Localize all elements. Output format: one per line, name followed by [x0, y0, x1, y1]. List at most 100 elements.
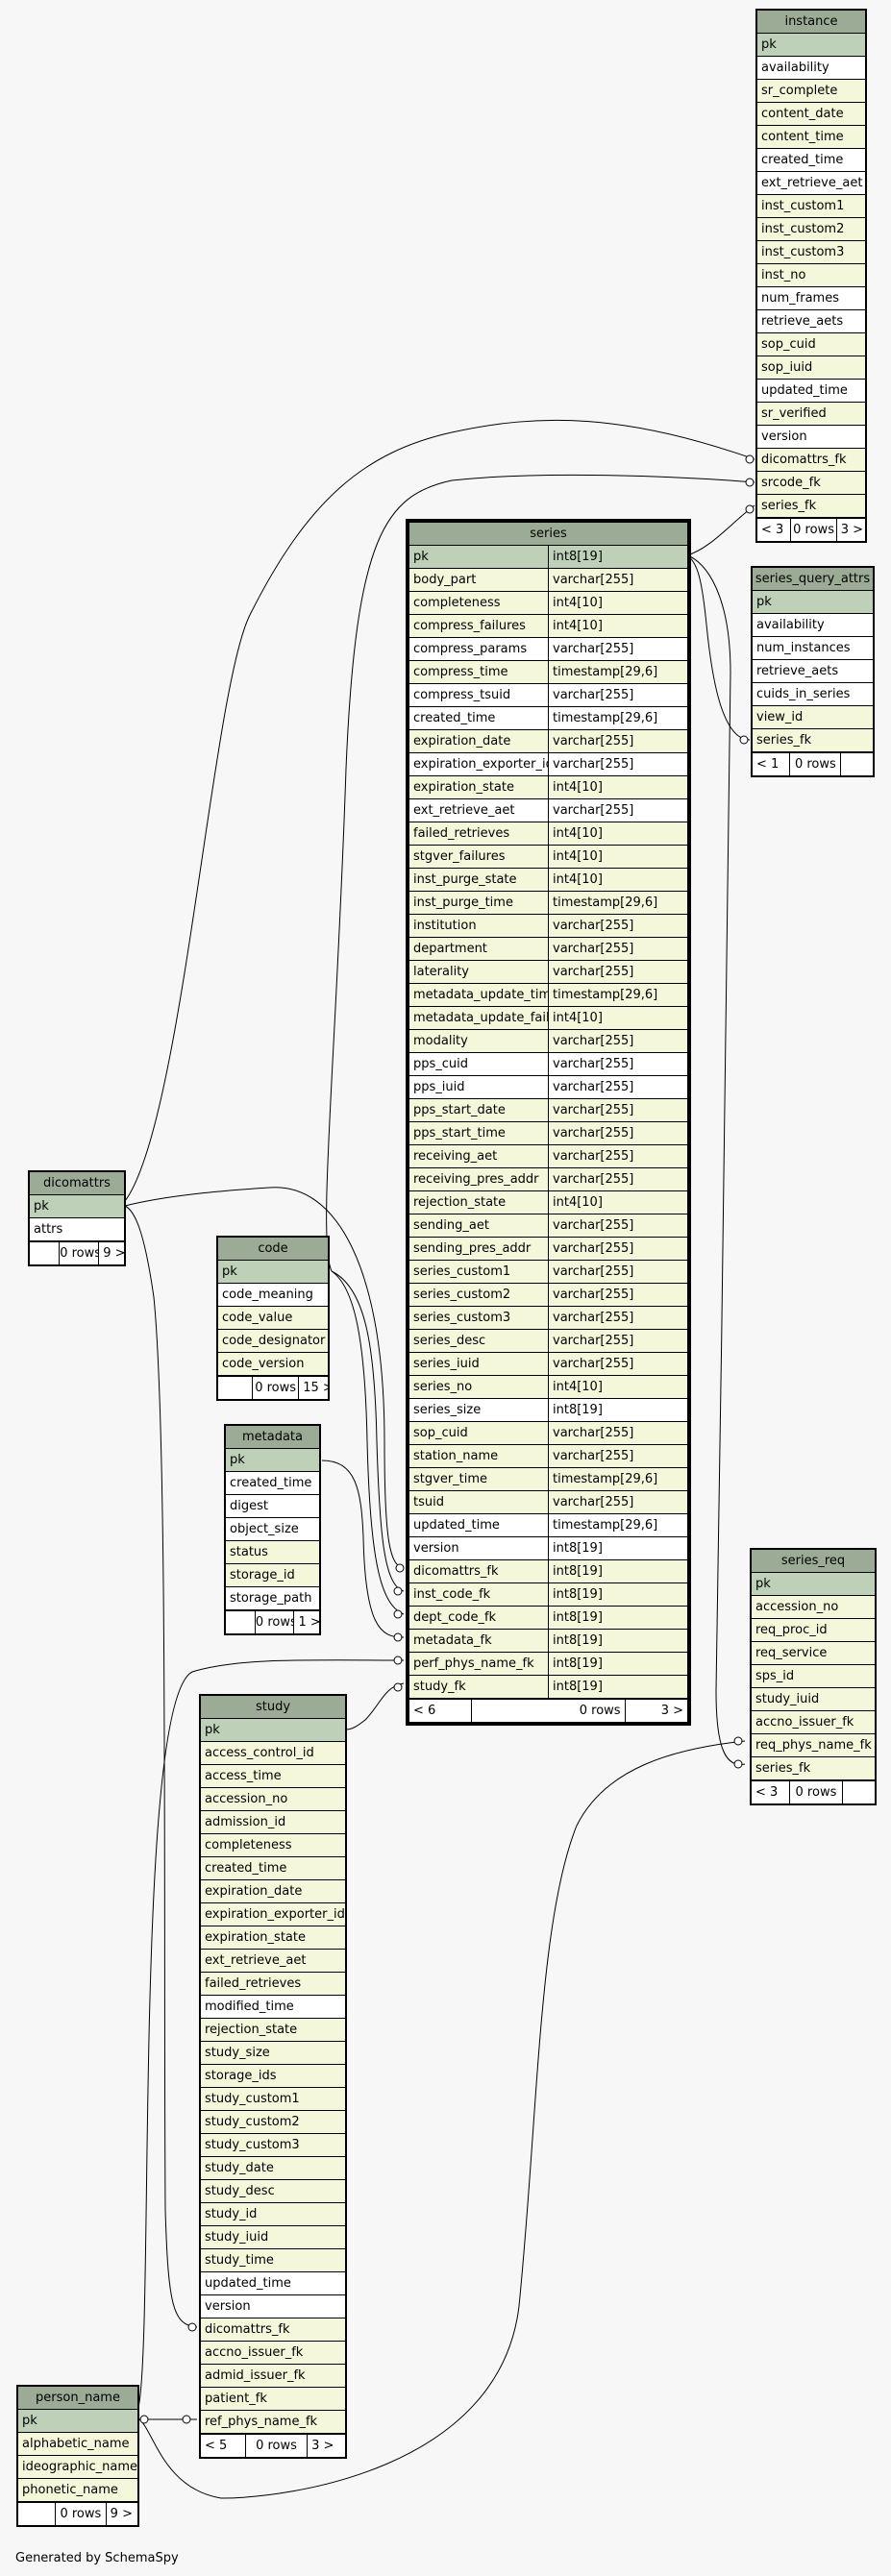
column-name[interactable]: alphabetic_name	[17, 2432, 138, 2456]
column-name[interactable]: receiving_aet	[408, 1144, 549, 1168]
column-name[interactable]: compress_time	[408, 660, 549, 684]
table-name[interactable]: dicomattrs	[29, 1171, 125, 1195]
column-name[interactable]: receiving_pres_addr	[408, 1167, 549, 1191]
column-name[interactable]: rejection_state	[408, 1190, 549, 1214]
children-count[interactable]: 1 >	[293, 1610, 320, 1634]
children-count[interactable]: 9 >	[105, 2502, 139, 2526]
column-name[interactable]: dicomattrs_fk	[408, 1559, 549, 1583]
column-name[interactable]: compress_failures	[408, 614, 549, 638]
column-name[interactable]: sr_verified	[756, 402, 866, 426]
column-name[interactable]: admission_id	[200, 1810, 346, 1834]
column-name[interactable]: content_time	[756, 125, 866, 149]
column-name[interactable]: cuids_in_series	[752, 682, 874, 706]
column-name[interactable]: study_custom3	[200, 2133, 346, 2157]
row-count[interactable]: 0 rows	[244, 2434, 309, 2458]
row-count[interactable]: 0 rows	[789, 1780, 843, 1804]
column-name[interactable]: created_time	[756, 148, 866, 172]
column-name[interactable]: completeness	[200, 1833, 346, 1857]
column-name[interactable]: study_desc	[200, 2179, 346, 2203]
column-name[interactable]: inst_custom1	[756, 194, 866, 218]
column-name[interactable]: modified_time	[200, 1995, 346, 2019]
column-name[interactable]: updated_time	[756, 379, 866, 403]
column-name[interactable]: pk	[217, 1260, 329, 1284]
column-name[interactable]: status	[225, 1540, 320, 1564]
column-name[interactable]: pps_start_date	[408, 1098, 549, 1122]
column-name[interactable]: storage_ids	[200, 2064, 346, 2088]
column-name[interactable]: pps_cuid	[408, 1052, 549, 1076]
column-name[interactable]: series_iuid	[408, 1352, 549, 1376]
column-name[interactable]: series_custom2	[408, 1283, 549, 1307]
column-name[interactable]: expiration_state	[200, 1926, 346, 1950]
parents-count[interactable]	[28, 1241, 61, 1265]
column-name[interactable]: pps_iuid	[408, 1075, 549, 1099]
column-name[interactable]: series_fk	[751, 1756, 876, 1780]
column-name[interactable]: created_time	[408, 706, 549, 730]
table-name[interactable]: instance	[756, 10, 866, 34]
column-name[interactable]: code_designator	[217, 1329, 329, 1353]
column-name[interactable]: dicomattrs_fk	[756, 448, 866, 472]
column-name[interactable]: content_date	[756, 102, 866, 126]
column-name[interactable]: attrs	[29, 1217, 125, 1241]
column-name[interactable]: inst_purge_time	[408, 891, 549, 915]
children-count[interactable]: 3 >	[835, 518, 867, 542]
column-name[interactable]: code_meaning	[217, 1283, 329, 1307]
column-name[interactable]: inst_code_fk	[408, 1582, 549, 1607]
column-name[interactable]: pk	[752, 590, 874, 614]
column-name[interactable]: modality	[408, 1029, 549, 1053]
column-name[interactable]: phonetic_name	[17, 2478, 138, 2502]
column-name[interactable]: created_time	[200, 1856, 346, 1880]
column-name[interactable]: pk	[751, 1572, 876, 1596]
column-name[interactable]: series_fk	[756, 494, 866, 518]
row-count[interactable]: 0 rows	[789, 752, 842, 776]
column-name[interactable]: study_custom2	[200, 2110, 346, 2134]
column-name[interactable]: expiration_state	[408, 775, 549, 799]
column-name[interactable]: inst_purge_state	[408, 868, 549, 892]
column-name[interactable]: body_part	[408, 568, 549, 592]
column-name[interactable]: storage_path	[225, 1586, 320, 1610]
children-count[interactable]: 3 >	[624, 1699, 689, 1723]
column-name[interactable]: study_custom1	[200, 2087, 346, 2111]
column-name[interactable]: sop_cuid	[756, 332, 866, 356]
column-name[interactable]: accession_no	[200, 1787, 346, 1811]
column-name[interactable]: availability	[752, 613, 874, 637]
column-name[interactable]: inst_custom3	[756, 240, 866, 264]
column-name[interactable]: failed_retrieves	[408, 822, 549, 846]
column-name[interactable]: storage_id	[225, 1563, 320, 1587]
column-name[interactable]: accession_no	[751, 1595, 876, 1619]
row-count[interactable]: 0 rows	[254, 1610, 295, 1634]
column-name[interactable]: pk	[17, 2409, 138, 2433]
table-name[interactable]: study	[200, 1695, 346, 1719]
table-name[interactable]: series_query_attrs	[752, 567, 874, 591]
parents-count[interactable]: < 5	[200, 2434, 246, 2458]
column-name[interactable]: expiration_exporter_id	[408, 752, 549, 776]
row-count[interactable]: 0 rows	[59, 1241, 100, 1265]
row-count[interactable]: 0 rows	[55, 2502, 107, 2526]
parents-count[interactable]	[216, 1376, 254, 1400]
table-name[interactable]: code	[217, 1237, 329, 1261]
column-name[interactable]: institution	[408, 914, 549, 938]
column-name[interactable]: pk	[408, 545, 549, 569]
column-name[interactable]: availability	[756, 56, 866, 80]
column-name[interactable]: updated_time	[200, 2271, 346, 2295]
column-name[interactable]: updated_time	[408, 1513, 549, 1537]
column-name[interactable]: accno_issuer_fk	[751, 1710, 876, 1734]
column-name[interactable]: req_phys_name_fk	[751, 1733, 876, 1757]
column-name[interactable]: department	[408, 937, 549, 961]
column-name[interactable]: sr_complete	[756, 79, 866, 103]
column-name[interactable]: stgver_failures	[408, 845, 549, 869]
column-name[interactable]: study_iuid	[200, 2225, 346, 2249]
column-name[interactable]: completeness	[408, 591, 549, 615]
column-name[interactable]: study_date	[200, 2156, 346, 2180]
column-name[interactable]: rejection_state	[200, 2018, 346, 2042]
column-name[interactable]: perf_phys_name_fk	[408, 1652, 549, 1676]
column-name[interactable]: inst_no	[756, 263, 866, 287]
table-name[interactable]: series	[408, 522, 688, 546]
column-name[interactable]: sop_iuid	[756, 356, 866, 380]
column-name[interactable]: study_iuid	[751, 1687, 876, 1711]
column-name[interactable]: ext_retrieve_aet	[200, 1949, 346, 1973]
column-name[interactable]: dept_code_fk	[408, 1606, 549, 1630]
parents-count[interactable]: < 1	[751, 752, 791, 776]
column-name[interactable]: series_no	[408, 1375, 549, 1399]
column-name[interactable]: srcode_fk	[756, 471, 866, 495]
column-name[interactable]: pk	[756, 33, 866, 57]
